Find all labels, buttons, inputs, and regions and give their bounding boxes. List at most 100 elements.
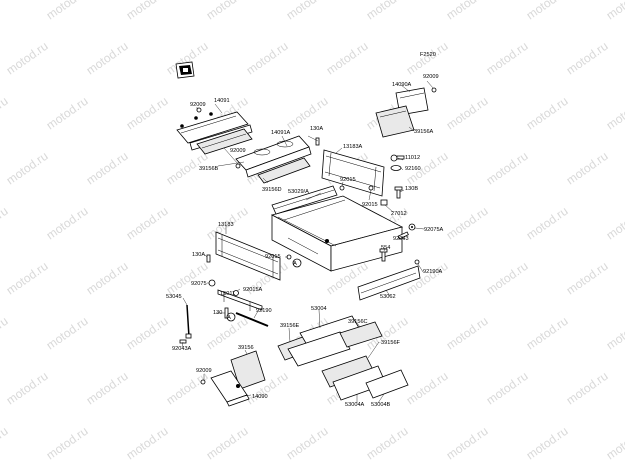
- watermark-text: motod.ru: [0, 0, 11, 22]
- watermark-text: motod.ru: [84, 149, 131, 188]
- part-53045-rod: [185, 304, 192, 339]
- part-label: 39156C: [348, 319, 368, 325]
- part-92043-pin: [397, 231, 409, 240]
- watermark-text: motod.ru: [444, 94, 491, 133]
- watermark-text: motod.ru: [404, 39, 451, 78]
- part-92075-grommet: [208, 279, 216, 287]
- watermark-text: motod.ru: [524, 314, 571, 353]
- watermark-text: motod.ru: [124, 94, 171, 133]
- watermark-text: motod.ru: [164, 369, 211, 408]
- part-27012-latch: [380, 199, 388, 206]
- watermark-text: motod.ru: [564, 149, 611, 188]
- part-label: 39156E: [280, 323, 300, 329]
- watermark-text: motod.ru: [524, 94, 571, 133]
- watermark-text: motod.ru: [484, 369, 531, 408]
- part-15011-hinge: [217, 289, 263, 311]
- watermark-text: motod.ru: [284, 424, 331, 463]
- part-label: 92043: [393, 236, 409, 242]
- part-label: 92190A: [423, 269, 443, 275]
- watermark-text: motod.ru: [284, 94, 331, 133]
- watermark-text: motod.ru: [84, 259, 131, 298]
- callout-marker-a-1: [292, 258, 302, 268]
- watermark-text: motod.ru: [524, 204, 571, 243]
- part-label: 92015: [340, 177, 356, 183]
- watermark-text: motod.ru: [604, 424, 625, 463]
- fastener-92190A: [414, 259, 420, 265]
- part-label: 39156F: [381, 340, 401, 346]
- part-14091A-panel: [235, 135, 312, 178]
- watermark-text: motod.ru: [4, 369, 51, 408]
- part-label: 92015: [362, 202, 378, 208]
- watermark-text: motod.ru: [0, 314, 11, 353]
- part-label: 92009: [196, 368, 212, 374]
- part-53062-rail: [357, 265, 421, 301]
- watermark-text: motod.ru: [44, 94, 91, 133]
- part-label: 92160: [405, 166, 421, 172]
- part-label: 130A: [310, 126, 323, 132]
- leader-lines: [181, 80, 434, 404]
- watermark-text: motod.ru: [244, 39, 291, 78]
- part-label: 13183: [218, 222, 234, 228]
- fastener-130A-a: [315, 137, 320, 146]
- part-label: 53004A: [345, 402, 365, 408]
- watermark-text: motod.ru: [364, 0, 411, 22]
- watermark-text: motod.ru: [484, 149, 531, 188]
- part-39156A-pad: [375, 105, 415, 138]
- watermark-text: motod.ru: [524, 424, 571, 463]
- part-label: 554: [381, 245, 390, 251]
- part-label: 14091: [214, 98, 230, 104]
- watermark-text: motod.ru: [444, 204, 491, 243]
- part-label: 39156D: [262, 187, 282, 193]
- part-53004B-floor-panel: [365, 369, 409, 399]
- callout-letter: A: [293, 261, 297, 267]
- part-label: 130B: [405, 186, 418, 192]
- part-label: 14090: [252, 394, 268, 400]
- watermark-text: motod.ru: [444, 314, 491, 353]
- part-label: 92075A: [424, 227, 444, 233]
- part-13183-side-gate: [215, 231, 281, 281]
- part-14090-panel: [210, 370, 250, 407]
- watermark-text: motod.ru: [604, 94, 625, 133]
- watermark-text: motod.ru: [604, 204, 625, 243]
- fastener-92009-c: [431, 87, 437, 93]
- watermark-text: motod.ru: [284, 0, 331, 22]
- part-label: 27012: [391, 211, 407, 217]
- part-label: 92043A: [172, 346, 192, 352]
- part-label: 39156B: [199, 166, 219, 172]
- watermark-text: motod.ru: [564, 259, 611, 298]
- manual-book-icon: [175, 61, 195, 79]
- watermark-text: motod.ru: [0, 94, 11, 133]
- part-39156D-pad: [257, 157, 311, 184]
- part-53004-floor-panel: [287, 315, 363, 367]
- watermark-text: motod.ru: [564, 39, 611, 78]
- part-label: 39156A: [414, 129, 434, 135]
- parts-drawing: [175, 61, 437, 407]
- part-label: 15011: [220, 291, 235, 297]
- watermark-text: motod.ru: [0, 204, 11, 243]
- part-label: 130: [213, 310, 222, 316]
- part-label: 53029/A: [288, 189, 309, 195]
- watermark-text: motod.ru: [484, 39, 531, 78]
- watermark-text: motod.ru: [604, 0, 625, 22]
- watermark-text: motod.ru: [444, 424, 491, 463]
- part-label: 92009: [423, 74, 439, 80]
- part-label: 92009: [230, 148, 246, 154]
- watermark-text: motod.ru: [564, 369, 611, 408]
- part-13183A-gate: [321, 149, 385, 197]
- watermark-text: motod.ru: [84, 39, 131, 78]
- part-39156B-pad: [196, 128, 253, 155]
- part-label: 53062: [380, 294, 396, 300]
- part-39156C-mat: [339, 321, 383, 348]
- part-label-layer: 92009 14091 39156B 92009 14091A 39156D 1…: [166, 74, 444, 408]
- watermark-text: motod.ru: [204, 0, 251, 22]
- part-92160-clip: [390, 165, 402, 171]
- watermark-text: motod.ru: [124, 204, 171, 243]
- watermark-text: motod.ru: [124, 0, 171, 22]
- figure-code: F2520: [420, 52, 436, 58]
- watermark-text: motod.ru: [44, 204, 91, 243]
- fastener-92009-a: [196, 107, 202, 113]
- watermark-text: motod.ru: [4, 39, 51, 78]
- part-label: 92075: [191, 281, 207, 287]
- watermark-text: motod.ru: [324, 39, 371, 78]
- part-11012-pin: [390, 154, 405, 162]
